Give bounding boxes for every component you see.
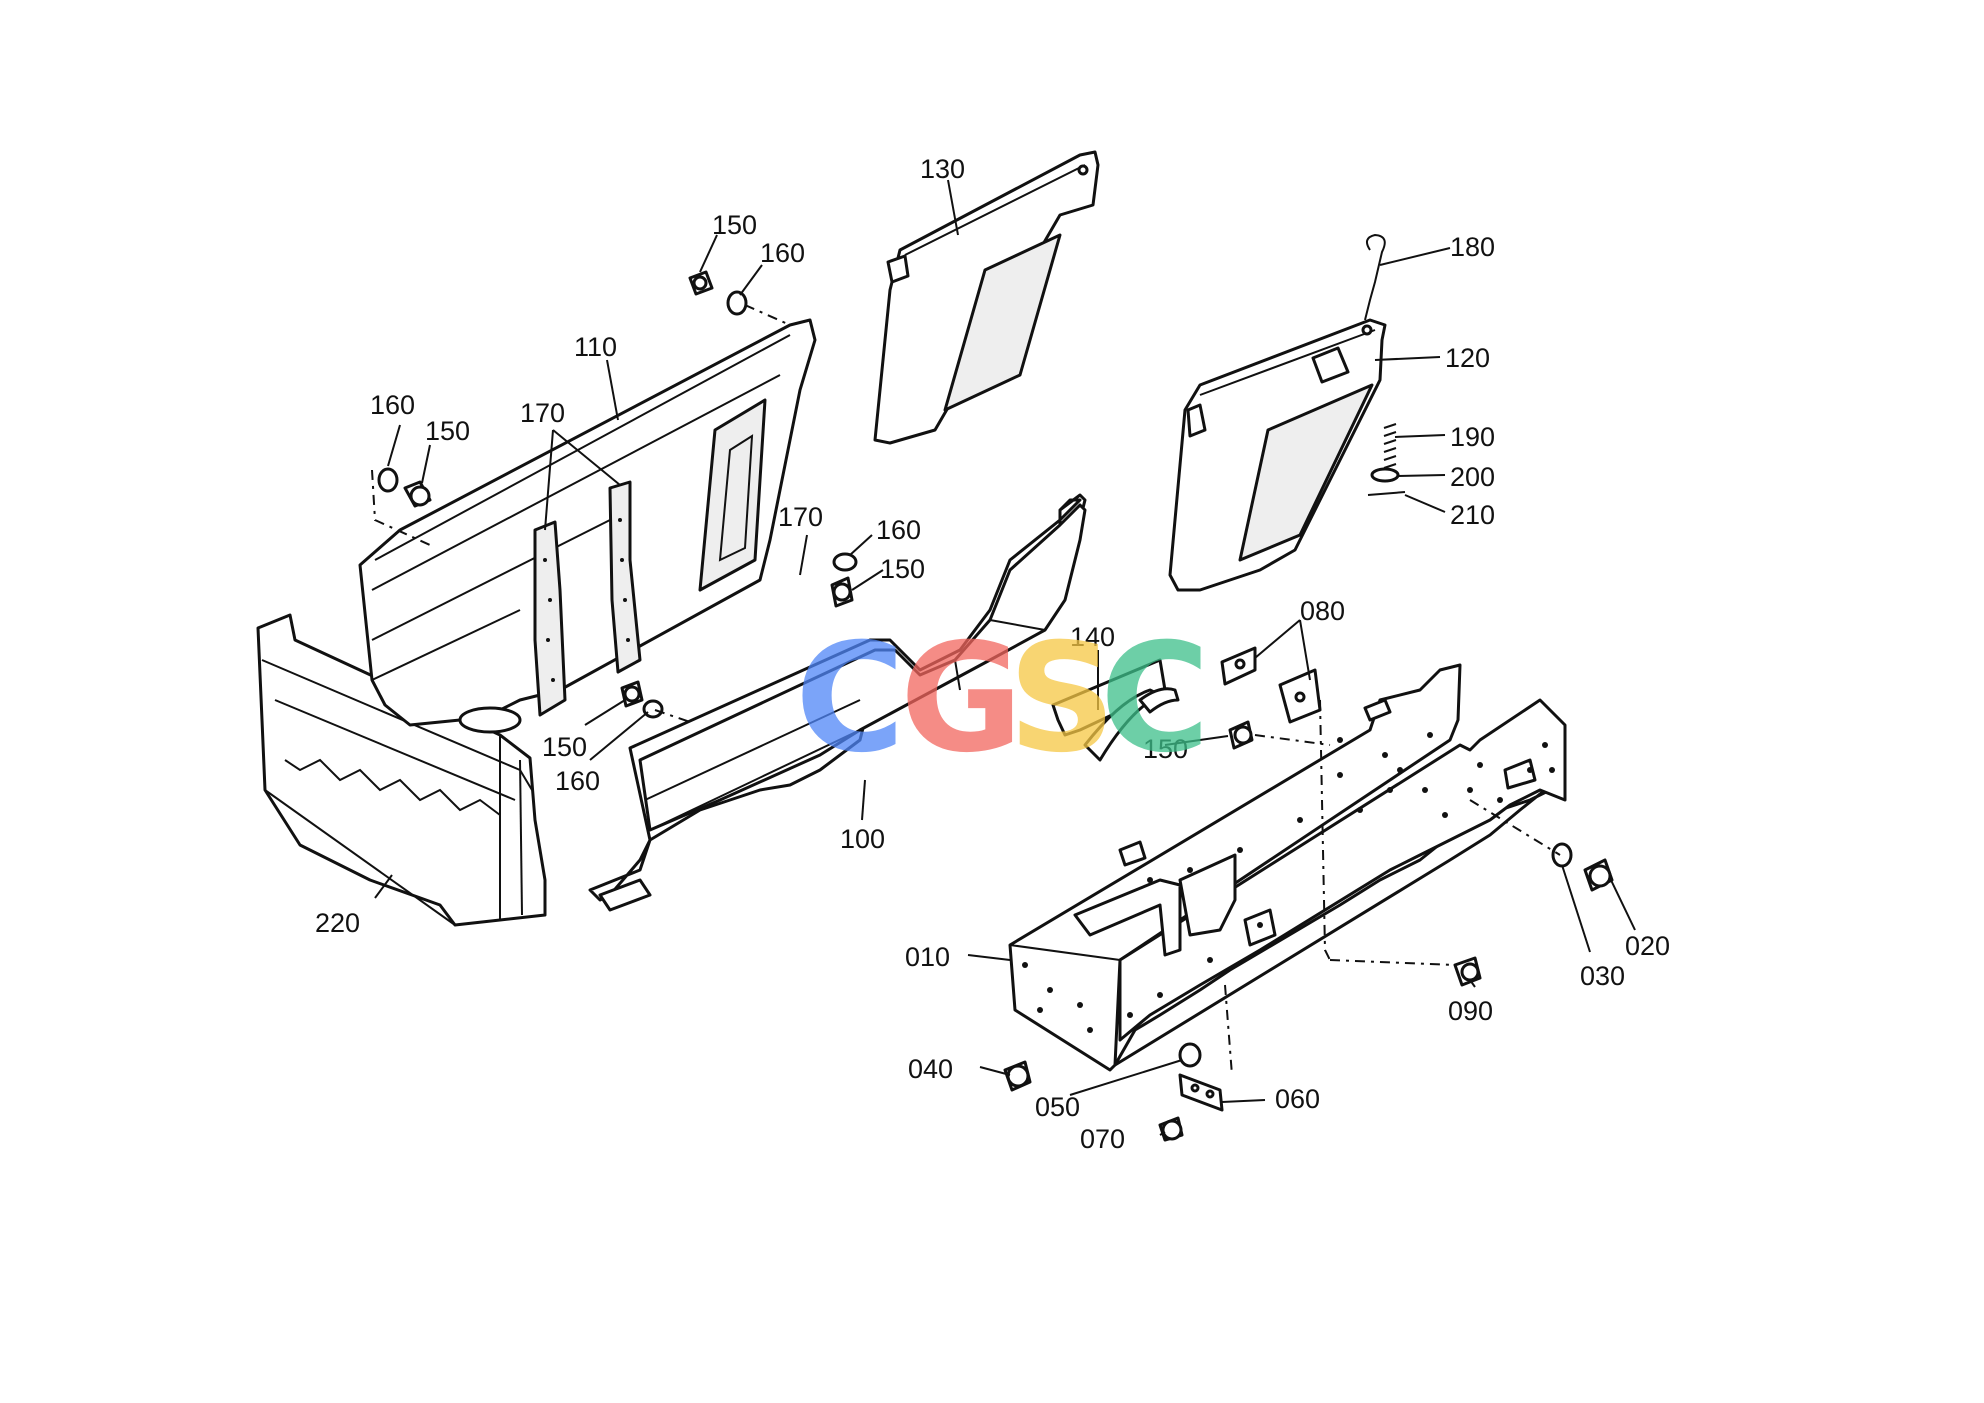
label-150: 150: [1143, 734, 1188, 764]
label-140: 140: [1070, 622, 1115, 652]
washer-160-top: [726, 290, 748, 316]
part-170-seal-strips: [533, 480, 642, 717]
part-110-left-fender: [358, 318, 817, 734]
label-160: 160: [370, 390, 415, 420]
watermark-letter-1: C: [795, 612, 905, 786]
label-090: 090: [1448, 996, 1493, 1026]
label-150: 150: [712, 210, 757, 240]
part-140-bracket: [1051, 658, 1180, 762]
label-150: 150: [425, 416, 470, 446]
bolt-150-lower: [620, 680, 644, 708]
label-150: 150: [880, 554, 925, 584]
label-040: 040: [908, 1054, 953, 1084]
label-110: 110: [574, 332, 617, 362]
watermark-letter-3: S: [1008, 612, 1116, 786]
label-210: 210: [1450, 500, 1495, 530]
washer-160-left: [377, 467, 399, 493]
washer-160-lower: [642, 699, 664, 719]
watermark-letter-2: G: [900, 612, 1023, 786]
bolt-150-left: [403, 480, 432, 508]
label-050: 050: [1035, 1092, 1080, 1122]
bolt-070: [1158, 1116, 1184, 1142]
bolt-150-right: [1228, 720, 1254, 750]
label-120: 120: [1445, 343, 1490, 373]
bolt-150-mid: [830, 576, 854, 608]
part-010-main-frame: [1008, 663, 1567, 1072]
plug-040: [1003, 1060, 1032, 1092]
leader-lines: [374, 179, 1636, 1136]
label-020: 020: [1625, 931, 1670, 961]
part-080-brackets: [1220, 646, 1322, 724]
part-100-right-fender: [588, 493, 1087, 912]
label-160: 160: [555, 766, 600, 796]
label-030: 030: [1580, 961, 1625, 991]
callout-labels: 130 150 160 110 160 150 170 170 160 150 …: [315, 154, 1670, 1154]
label-160: 160: [876, 515, 921, 545]
watermark-logo: C G S C: [795, 612, 1210, 786]
assembly-centerlines: [371, 304, 1561, 1076]
label-060: 060: [1275, 1084, 1320, 1114]
label-180: 180: [1450, 232, 1495, 262]
part-220-front-weight: [256, 613, 547, 927]
fasteners: [377, 270, 1614, 1142]
washer-160-mid: [832, 552, 858, 572]
label-190: 190: [1450, 422, 1495, 452]
label-220: 220: [315, 908, 360, 938]
label-170: 170: [520, 398, 565, 428]
label-130: 130: [920, 154, 965, 184]
watermark-letter-4: C: [1100, 612, 1210, 786]
part-060-plate: [1178, 1073, 1224, 1112]
bolt-090: [1453, 956, 1482, 987]
nut-050: [1178, 1042, 1202, 1068]
part-120-toolbox-lid: [1168, 318, 1387, 592]
label-080: 080: [1300, 596, 1345, 626]
label-010: 010: [905, 942, 950, 972]
label-100: 100: [840, 824, 885, 854]
label-200: 200: [1450, 462, 1495, 492]
part-130-top-plate: [873, 150, 1100, 445]
label-150: 150: [542, 732, 587, 762]
bolt-020: [1583, 858, 1614, 892]
label-070: 070: [1080, 1124, 1125, 1154]
washer-030: [1551, 842, 1573, 868]
bolt-150-top: [688, 270, 714, 296]
label-160: 160: [760, 238, 805, 268]
label-170: 170: [778, 502, 823, 532]
